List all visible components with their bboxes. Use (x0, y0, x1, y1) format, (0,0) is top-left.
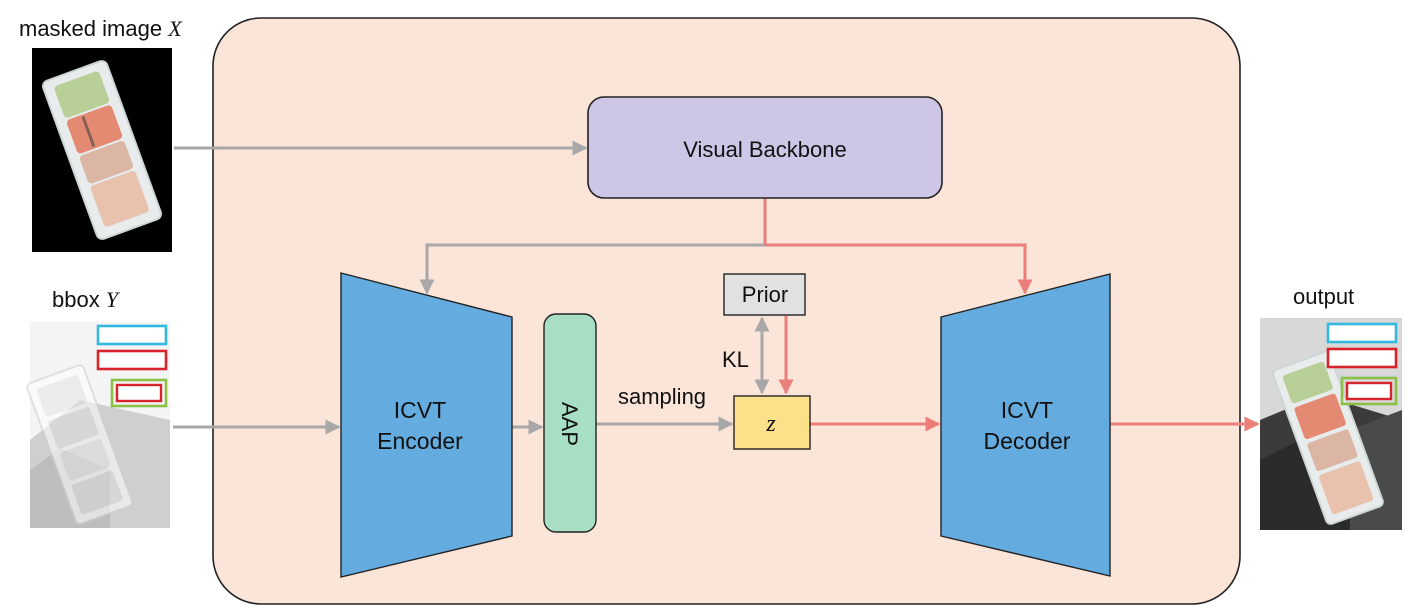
sampling-label: sampling (618, 384, 706, 409)
bbox-green-box (110, 378, 168, 408)
arrow-backbone-to-encoder (419, 243, 765, 295)
masked-image-thumbnail (32, 48, 172, 252)
bbox-red-inner-box (115, 383, 163, 403)
masked-image-label: masked image X (19, 16, 183, 41)
encoder-label-line2: Encoder (377, 428, 463, 454)
visual-backbone-label: Visual Backbone (683, 137, 847, 162)
bbox-image-thumbnail (26, 322, 170, 528)
output-image-thumbnail (1260, 318, 1402, 530)
prior-label: Prior (742, 282, 788, 307)
arrow-backbone-to-decoder (765, 243, 1033, 295)
bbox-label: bbox Y (52, 287, 121, 312)
aap-node: AAP (543, 313, 597, 533)
z-node: z (733, 395, 811, 450)
output-blue-box (1326, 322, 1398, 344)
kl-label: KL (722, 347, 749, 372)
output-green-box (1340, 376, 1398, 406)
icvt-decoder-node: ICVT Decoder (940, 273, 1111, 577)
z-label: z (765, 411, 776, 437)
output-label: output (1293, 284, 1354, 309)
prior-node: Prior (723, 273, 806, 316)
encoder-label-line1: ICVT (394, 397, 446, 423)
aap-label: AAP (557, 402, 582, 446)
output-red-box (1326, 347, 1398, 369)
decoder-label-line1: ICVT (1001, 397, 1053, 423)
bbox-blue-box (96, 324, 168, 346)
decoder-label-line2: Decoder (984, 428, 1071, 454)
icvt-encoder-node: ICVT Encoder (340, 272, 513, 578)
visual-backbone-node: Visual Backbone (587, 96, 943, 199)
output-red-inner-box (1345, 381, 1393, 401)
bbox-red-box (96, 349, 168, 371)
